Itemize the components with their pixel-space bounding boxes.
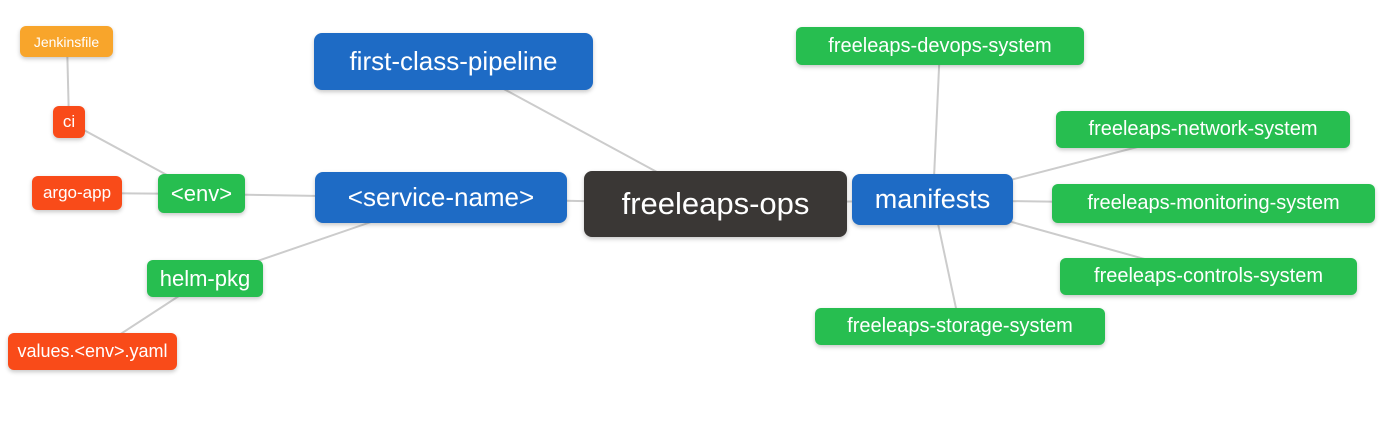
node-ci[interactable]: ci [53,106,85,138]
node-env[interactable]: <env> [158,174,245,213]
node-manifests[interactable]: manifests [852,174,1013,225]
node-values-env-yaml[interactable]: values.<env>.yaml [8,333,177,370]
node-service-name[interactable]: <service-name> [315,172,567,223]
node-freeleaps-controls-system[interactable]: freeleaps-controls-system [1060,258,1357,295]
node-jenkinsfile[interactable]: Jenkinsfile [20,26,113,57]
node-first-class-pipeline[interactable]: first-class-pipeline [314,33,593,90]
node-freeleaps-storage-system[interactable]: freeleaps-storage-system [815,308,1105,345]
node-freeleaps-network-system[interactable]: freeleaps-network-system [1056,111,1350,148]
node-argo-app[interactable]: argo-app [32,176,122,210]
node-freeleaps-ops-root[interactable]: freeleaps-ops [584,171,847,237]
node-helm-pkg[interactable]: helm-pkg [147,260,263,297]
node-freeleaps-monitoring-system[interactable]: freeleaps-monitoring-system [1052,184,1375,223]
node-freeleaps-devops-system[interactable]: freeleaps-devops-system [796,27,1084,65]
